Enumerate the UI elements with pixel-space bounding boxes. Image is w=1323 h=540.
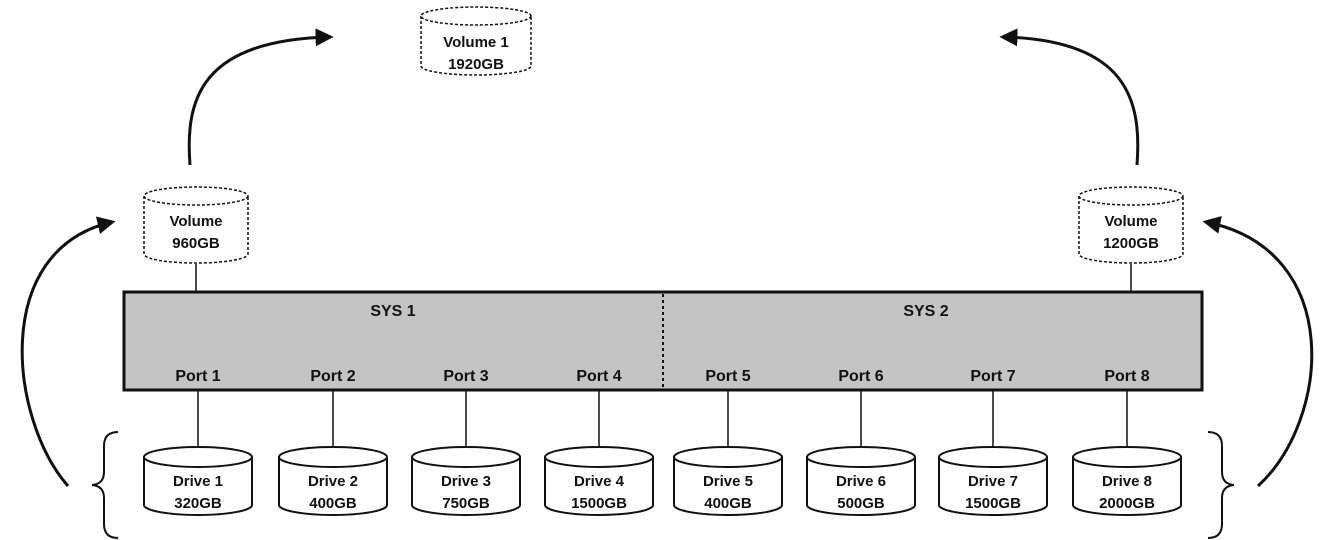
arrow-right-lower [1202, 216, 1314, 488]
sys2-label: SYS 2 [903, 303, 948, 320]
drive-top [806, 446, 916, 468]
drive-top [411, 446, 521, 468]
port-label: Port 2 [310, 368, 355, 385]
volume-right-shape [1078, 196, 1184, 264]
port-label: Port 3 [443, 368, 488, 385]
volume-right: Volume 1200GB [1078, 186, 1184, 292]
drive-size: 400GB [704, 495, 752, 512]
volume-right-name: Volume [1104, 213, 1157, 230]
arrow-left-upper [187, 28, 334, 166]
drive-top [143, 446, 253, 468]
drive-size: 1500GB [571, 495, 627, 512]
drive: Drive 2 400GB [278, 390, 388, 516]
right-brace [1207, 431, 1235, 539]
drive-body [1072, 457, 1182, 516]
left-brace [91, 431, 119, 539]
volume-top-cap [420, 6, 532, 26]
drive-size: 2000GB [1099, 495, 1155, 512]
port-label: Port 6 [838, 368, 883, 385]
volume-right-size: 1200GB [1103, 235, 1159, 252]
volume-left-shape [143, 196, 249, 264]
ports: Port 1 Port 2 Port 3 Port 4 Port 5 Port 6 Port… [175, 368, 1149, 385]
volume-left-cap [143, 186, 249, 206]
drive-name: Drive 5 [703, 473, 753, 490]
arrow-left-lower [20, 216, 116, 487]
drive-name: Drive 4 [574, 473, 625, 490]
drive-body [938, 457, 1048, 516]
drive-size: 1500GB [965, 495, 1021, 512]
drive-name: Drive 7 [968, 473, 1018, 490]
drive-body [806, 457, 916, 516]
drive-body [278, 457, 388, 516]
port-label: Port 8 [1104, 368, 1149, 385]
drive: Drive 3 750GB [411, 390, 521, 516]
drive-size: 750GB [442, 495, 490, 512]
drive-name: Drive 3 [441, 473, 491, 490]
drive-size: 500GB [837, 495, 885, 512]
volume-top-size: 1920GB [448, 56, 504, 73]
drive-name: Drive 1 [173, 473, 223, 490]
volume-left-name: Volume [169, 213, 222, 230]
port-label: Port 7 [970, 368, 1015, 385]
drive-top [1072, 446, 1182, 468]
volume-top-name: Volume 1 [443, 34, 509, 51]
drive: Drive 8 2000GB [1072, 390, 1182, 516]
drive-body [544, 457, 654, 516]
drive-size: 320GB [174, 495, 222, 512]
drive-body [673, 457, 783, 516]
drive-name: Drive 2 [308, 473, 358, 490]
drive-name: Drive 8 [1102, 473, 1152, 490]
drive-top [544, 446, 654, 468]
port-label: Port 5 [705, 368, 750, 385]
drive: Drive 4 1500GB [544, 390, 654, 516]
sys1-label: SYS 1 [370, 303, 415, 320]
drive-name: Drive 6 [836, 473, 886, 490]
volume-top: Volume 1 1920GB [420, 6, 532, 76]
volume-right-cap [1078, 186, 1184, 206]
drive-top [938, 446, 1048, 468]
drive-top [278, 446, 388, 468]
drive: Drive 1 320GB [143, 390, 253, 516]
port-label: Port 1 [175, 368, 220, 385]
drive: Drive 7 1500GB [938, 390, 1048, 516]
arrow-right-upper [999, 28, 1140, 166]
drive-body [143, 457, 253, 516]
drive-top [673, 446, 783, 468]
volume-left: Volume 960GB [143, 186, 249, 292]
volume-top-shape [420, 16, 532, 76]
port-label: Port 4 [576, 368, 621, 385]
drive-size: 400GB [309, 495, 357, 512]
drive-body [411, 457, 521, 516]
drive: Drive 6 500GB [806, 390, 916, 516]
volume-left-size: 960GB [172, 235, 220, 252]
drive: Drive 5 400GB [673, 390, 783, 516]
